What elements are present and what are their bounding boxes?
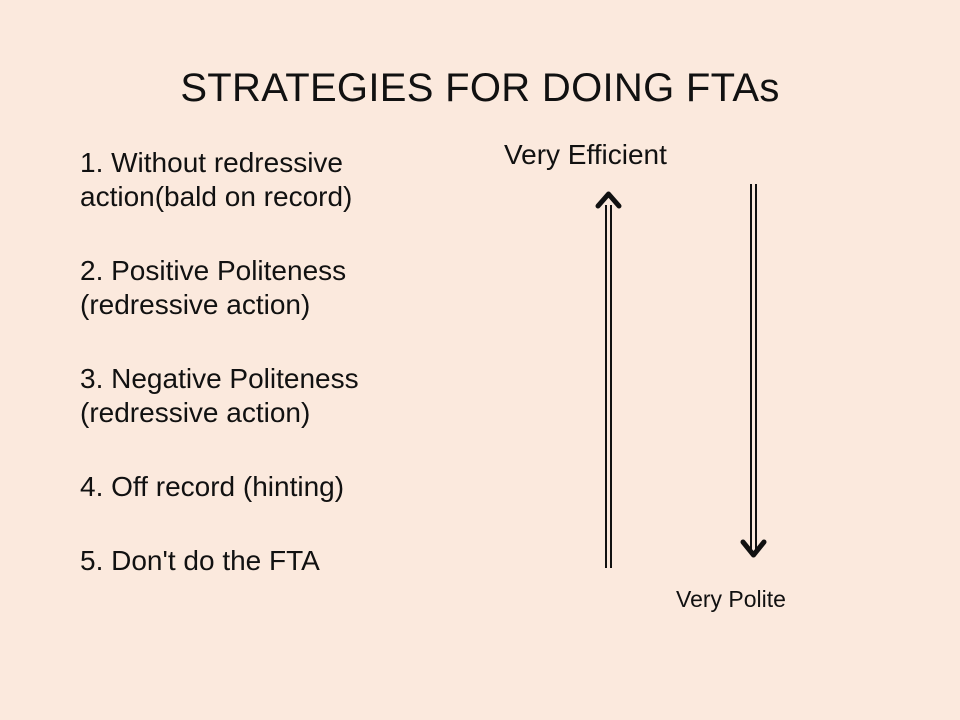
arrow-up-icon	[595, 191, 622, 568]
arrow-down-icon	[740, 184, 767, 558]
strategy-5-line-1: 5. Don't do the FTA	[80, 545, 320, 576]
strategy-3-line-2: (redressive action)	[80, 397, 311, 428]
strategy-4-line-1: 4. Off record (hinting)	[80, 471, 345, 502]
strategy-1-line-2: action(bald on record)	[80, 181, 353, 212]
strategy-item-4: 4. Off record (hinting)	[80, 470, 440, 504]
very-efficient-label: Very Efficient	[504, 139, 667, 170]
strategy-list: 1. Without redressive action(bald on rec…	[80, 146, 440, 618]
strategy-2-line-1: 2. Positive Politeness	[80, 255, 347, 286]
strategy-item-1: 1. Without redressive action(bald on rec…	[80, 146, 440, 214]
strategy-item-5: 5. Don't do the FTA	[80, 544, 440, 578]
strategy-2-line-2: (redressive action)	[80, 289, 311, 320]
very-polite-label: Very Polite	[676, 586, 786, 612]
strategy-item-3: 3. Negative Politeness (redressive actio…	[80, 362, 440, 430]
strategy-item-2: 2. Positive Politeness (redressive actio…	[80, 254, 440, 322]
slide-title: STRATEGIES FOR DOING FTAs	[180, 66, 780, 110]
strategy-3-line-1: 3. Negative Politeness	[80, 363, 359, 394]
strategy-1-line-1: 1. Without redressive	[80, 147, 343, 178]
